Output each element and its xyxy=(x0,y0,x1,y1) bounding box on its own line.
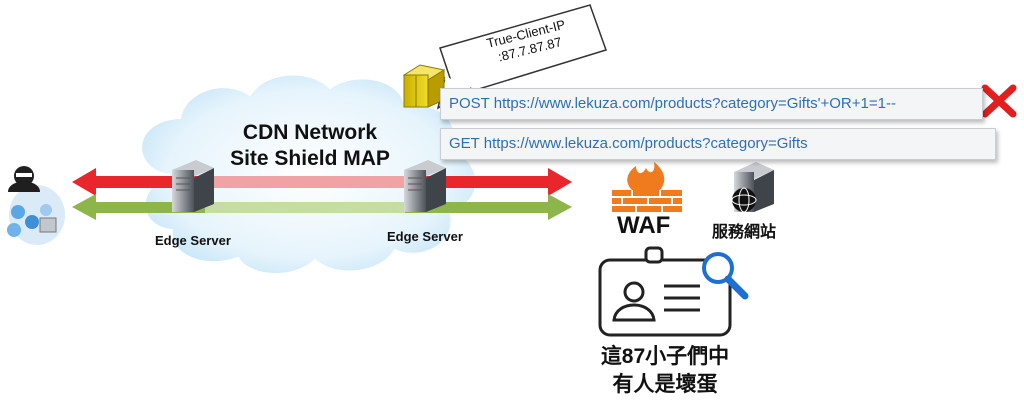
edge-server-left-label: Edge Server xyxy=(155,233,231,248)
malicious-request-box: POST https://www.lekuza.com/products?cat… xyxy=(440,88,983,120)
conclusion-text: 這87小子們中 有人是壞蛋 xyxy=(560,343,770,399)
edge-server-left-icon xyxy=(172,160,214,212)
cdn-cloud-title-line1: CDN Network xyxy=(242,121,378,144)
reject-x-icon xyxy=(981,84,1017,118)
normal-request-box: GET https://www.lekuza.com/products?cate… xyxy=(440,128,996,160)
edge-server-right-label: Edge Server xyxy=(387,229,463,244)
firewall-icon xyxy=(612,162,682,212)
edge-server-right-icon xyxy=(404,160,446,212)
conclusion-line1: 這87小子們中 xyxy=(600,345,730,368)
web-server-icon xyxy=(731,162,774,213)
hacker-icon xyxy=(8,166,40,192)
waf-label: WAF xyxy=(617,212,671,239)
normal-traffic-arrow xyxy=(72,194,572,220)
package-icon xyxy=(402,64,446,108)
conclusion-line2: 有人是壞蛋 xyxy=(612,373,718,396)
users-group-icon xyxy=(7,185,65,245)
website-label: 服務網站 xyxy=(712,224,777,241)
magnifier-icon xyxy=(702,252,749,300)
cdn-cloud-title-line2: Site Shield MAP xyxy=(230,147,390,170)
id-card-icon xyxy=(598,246,732,337)
cdn-cloud-title: CDN Network Site Shield MAP xyxy=(200,120,420,172)
